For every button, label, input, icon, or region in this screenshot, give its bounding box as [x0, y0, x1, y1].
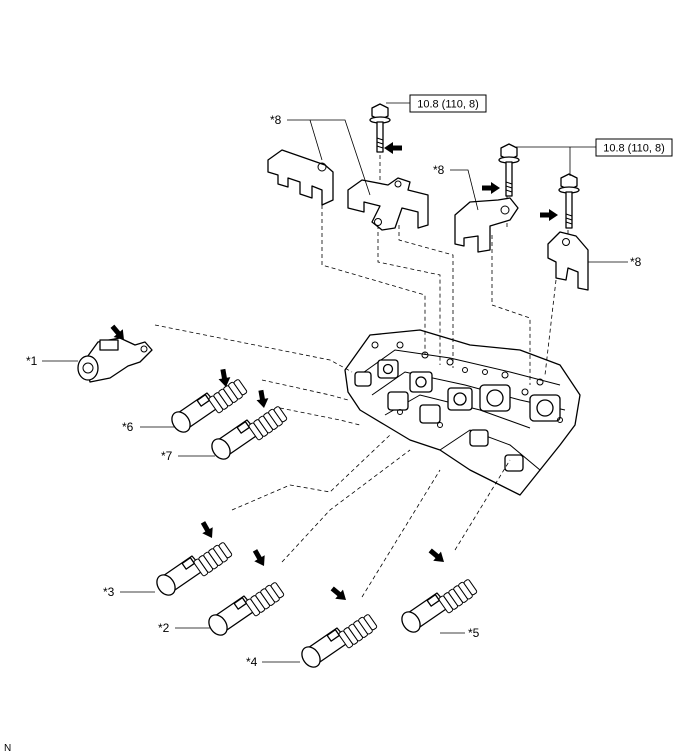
bracket-4 — [547, 231, 589, 291]
solenoid-2 — [204, 576, 286, 640]
callout-6: *6 — [122, 420, 134, 434]
torque-spec-right-text: 10.8 (110, 8) — [603, 143, 665, 155]
callout-8-right: *8 — [630, 255, 642, 269]
callout-8-middle: *8 — [433, 163, 445, 177]
solenoid-1 — [77, 337, 153, 383]
callout-1: *1 — [26, 354, 38, 368]
callout-4: *4 — [246, 655, 258, 669]
bolt-1 — [369, 103, 391, 153]
leader-lines — [42, 102, 628, 663]
callout-8-top: *8 — [270, 113, 282, 127]
bracket-1 — [267, 149, 334, 206]
torque-spec-top: 10.8 (110, 8) — [409, 94, 487, 113]
callout-5: *5 — [468, 626, 480, 640]
bolt-3 — [558, 173, 580, 229]
solenoid-6 — [167, 373, 249, 437]
figure-code: N — [4, 743, 11, 754]
solenoid-5 — [397, 573, 479, 637]
bracket-2 — [347, 177, 429, 231]
callout-7: *7 — [161, 449, 173, 463]
callout-2: *2 — [158, 621, 170, 635]
solenoid-4 — [297, 608, 379, 672]
valve-body — [344, 329, 581, 496]
bolt-2 — [498, 143, 520, 197]
torque-spec-top-text: 10.8 (110, 8) — [417, 99, 479, 111]
callout-3: *3 — [103, 585, 115, 599]
assembly-lines — [154, 155, 569, 598]
torque-spec-right: 10.8 (110, 8) — [595, 138, 673, 157]
bracket-3 — [454, 197, 519, 253]
solenoid-3 — [152, 536, 234, 600]
